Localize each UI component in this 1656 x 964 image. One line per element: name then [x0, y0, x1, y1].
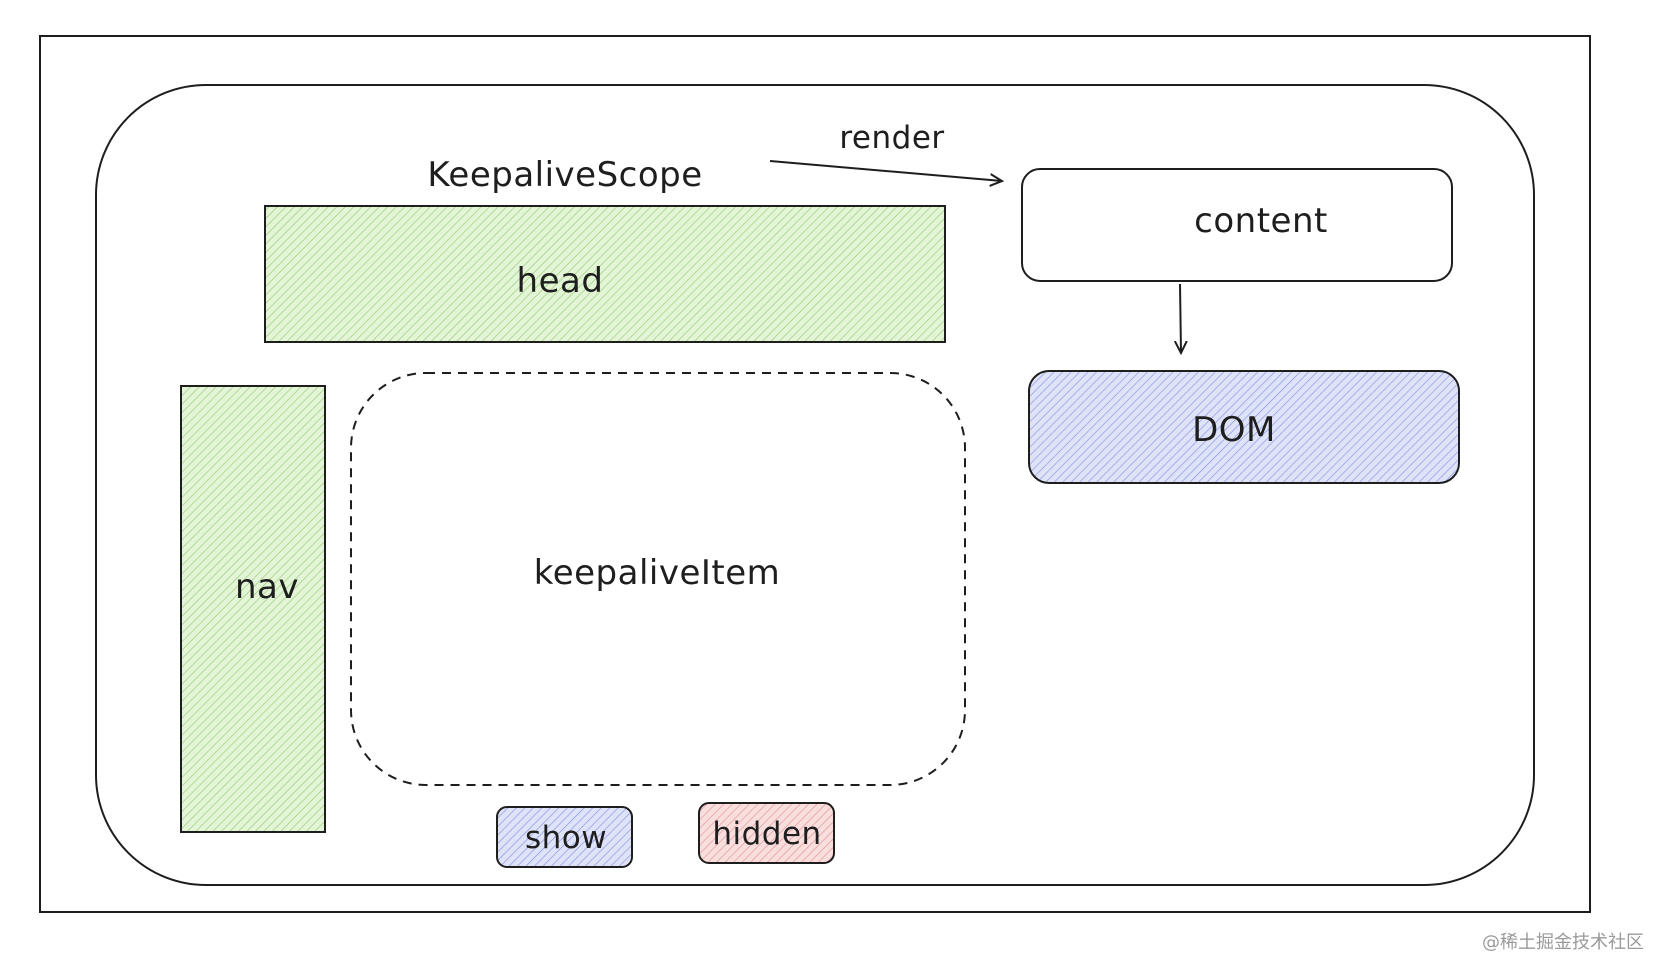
- dom-box: [1028, 370, 1460, 484]
- keepalive-item-label: keepaliveItem: [533, 553, 781, 593]
- keepalive-scope-label: KeepaliveScope: [427, 155, 703, 195]
- hidden-pill: [698, 802, 835, 864]
- render-arrow: [769, 160, 1002, 181]
- nav-label: nav: [234, 567, 300, 607]
- watermark-text: @稀土掘金技术社区: [1482, 932, 1644, 953]
- keepalive-item-region: [350, 372, 966, 786]
- dom-label: DOM: [1192, 410, 1276, 450]
- head-label: head: [516, 261, 604, 301]
- nav-block: [180, 385, 326, 833]
- keepalive-scope-container: [95, 84, 1535, 886]
- content-box: [1021, 168, 1453, 282]
- outer-frame: [39, 35, 1591, 913]
- show-label: show: [524, 820, 608, 856]
- head-block: [264, 205, 946, 343]
- content-label: content: [1194, 201, 1328, 241]
- render-label: render: [839, 120, 945, 156]
- content-to-dom-arrow: [1180, 283, 1181, 353]
- hidden-label: hidden: [712, 816, 822, 852]
- show-pill: [496, 806, 633, 868]
